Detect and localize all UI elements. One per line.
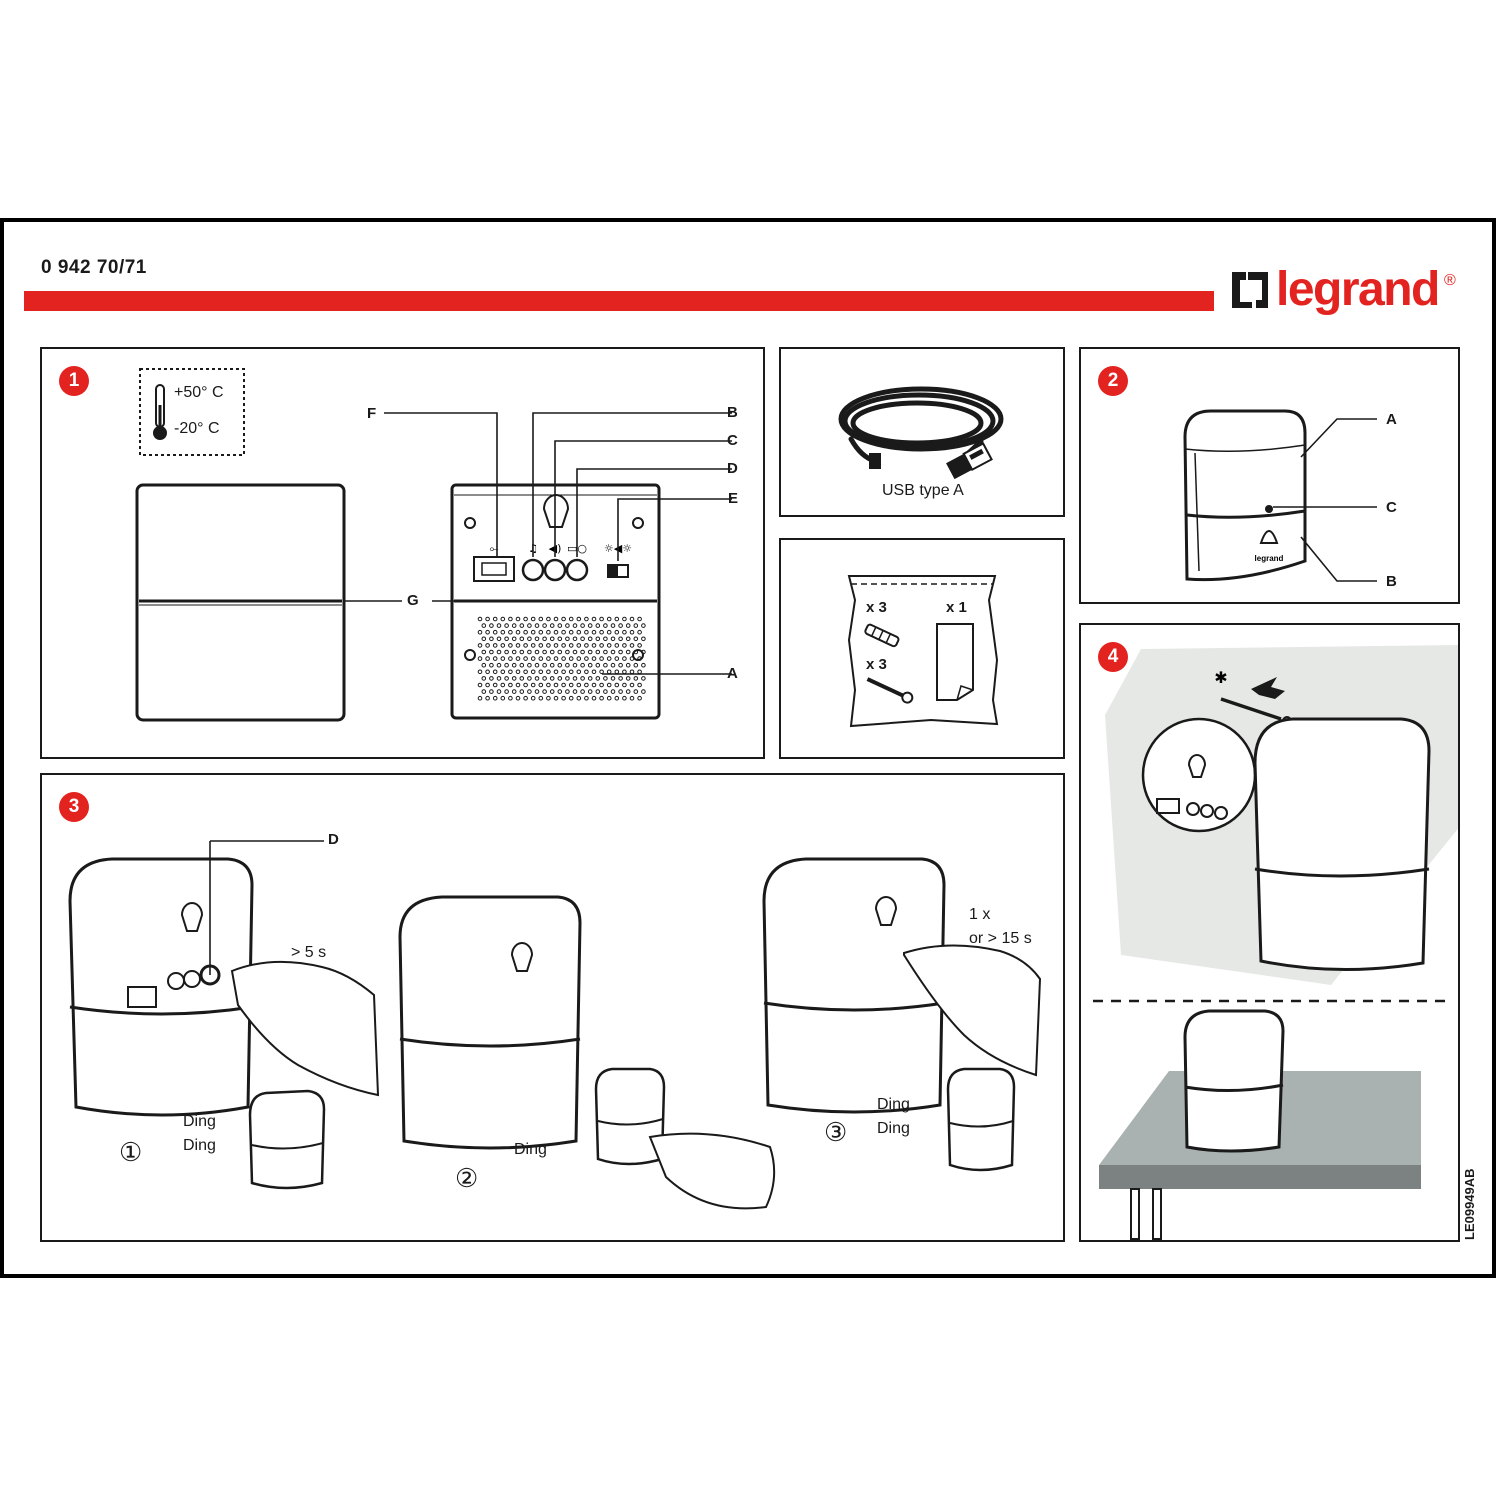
wall-plug-quantity: x 3 bbox=[866, 599, 887, 616]
callout-e: E bbox=[728, 490, 739, 507]
header-red-bar bbox=[24, 291, 1214, 311]
keyhole-icon bbox=[542, 494, 570, 528]
stage-3-press-once: 1 x bbox=[969, 906, 991, 923]
detail-magnifier bbox=[1141, 717, 1257, 833]
arrow-icon bbox=[1251, 677, 1285, 699]
legrand-mark-icon bbox=[1232, 272, 1268, 308]
usb-port bbox=[473, 556, 515, 582]
screw-icon bbox=[866, 677, 914, 704]
panel-4-mounting: 4 ✱ bbox=[1079, 623, 1460, 1242]
stage-1-number: ① bbox=[119, 1137, 143, 1167]
callout-f: F bbox=[367, 405, 377, 422]
callout-lines bbox=[1273, 418, 1377, 582]
micro-usb-plug bbox=[869, 453, 881, 469]
fixing-kit-drawing bbox=[847, 575, 999, 728]
svg-text:legrand: legrand bbox=[1255, 554, 1284, 563]
product-code: 0 942 70/71 bbox=[41, 257, 147, 278]
instruction-sheet bbox=[0, 218, 1496, 1278]
step-badge-2: 2 bbox=[1098, 366, 1128, 396]
callout-c: C bbox=[727, 432, 738, 449]
stage-1-chime bbox=[68, 840, 380, 1190]
document-reference: LE09949AB bbox=[1462, 1168, 1477, 1240]
table-mount-option bbox=[1099, 1009, 1421, 1240]
volume-button bbox=[543, 558, 567, 582]
callout-a: A bbox=[727, 665, 738, 682]
stage-3-sound-2: Ding bbox=[877, 1120, 910, 1137]
temperature-max: +50° C bbox=[174, 384, 224, 401]
svg-text:✱: ✱ bbox=[1214, 668, 1227, 687]
stage-1-hold-time: > 5 s bbox=[291, 944, 327, 961]
step-badge-1: 1 bbox=[59, 366, 89, 396]
callout-lines bbox=[344, 412, 732, 675]
led-indicator-icon bbox=[1265, 505, 1273, 513]
svg-text:⟜: ⟜ bbox=[490, 542, 499, 555]
front-housing bbox=[135, 483, 346, 722]
stage-2-number: ② bbox=[455, 1163, 479, 1193]
panel-1-unit-overview: 1 ♫ ◀) bbox=[40, 347, 765, 759]
temperature-min: -20° C bbox=[174, 420, 220, 437]
usb-cable-drawing bbox=[838, 386, 1004, 480]
stage-1-sound-1: Ding bbox=[183, 1113, 216, 1130]
stage-2-chime bbox=[398, 895, 776, 1210]
push-button-small bbox=[248, 1089, 326, 1190]
stage-1-sound-2: Ding bbox=[183, 1137, 216, 1154]
stage-3-press-long: or > 15 s bbox=[969, 930, 1032, 947]
panel-2-push-button: 2 legrand A C B bbox=[1079, 347, 1460, 604]
registered-mark: ® bbox=[1444, 272, 1456, 289]
callout-b: B bbox=[727, 404, 738, 421]
stage-3-chime bbox=[762, 857, 1042, 1172]
stage-3-number: ③ bbox=[824, 1117, 848, 1147]
usb-a-plug bbox=[946, 442, 993, 480]
panel-1-drawing: ♫ ◀) ▭○ ☼◀☼ ⟜ bbox=[135, 368, 732, 722]
panel-3-pairing-steps: 3 bbox=[40, 773, 1065, 1242]
callout-d: D bbox=[727, 460, 738, 477]
standing-chime bbox=[1183, 1009, 1285, 1153]
bell-icon bbox=[1259, 530, 1279, 544]
callout-d: D bbox=[328, 831, 339, 848]
callout-g: G bbox=[407, 592, 419, 609]
callout-b: B bbox=[1386, 573, 1397, 590]
wall-plug-icon bbox=[864, 623, 900, 648]
melody-button bbox=[521, 558, 545, 582]
panel-usb-cable: USB type A bbox=[779, 347, 1065, 517]
usb-caption: USB type A bbox=[882, 482, 964, 499]
pairing-steps-drawing bbox=[68, 840, 1042, 1210]
hand-icon bbox=[230, 960, 380, 1097]
wall-mounted-chime bbox=[1253, 717, 1431, 972]
push-button-housing bbox=[1183, 409, 1307, 582]
label-quantity: x 1 bbox=[946, 599, 967, 616]
label-sticker-icon bbox=[936, 623, 974, 701]
step-badge-3: 3 bbox=[59, 792, 89, 822]
callout-c: C bbox=[1386, 499, 1397, 516]
speaker-grille bbox=[477, 616, 646, 701]
stage-2-sound: Ding bbox=[514, 1141, 547, 1158]
screw-icon bbox=[1220, 697, 1282, 721]
screw-quantity: x 3 bbox=[866, 656, 887, 673]
temperature-box bbox=[139, 368, 245, 456]
panel-fixing-kit: x 3 x 1 x 3 bbox=[779, 538, 1065, 759]
push-button-drawing: legrand bbox=[1183, 409, 1377, 582]
callout-a: A bbox=[1386, 411, 1397, 428]
brand-name: legrand bbox=[1276, 263, 1440, 316]
stage-3-sound-1: Ding bbox=[877, 1096, 910, 1113]
finger-press-icon bbox=[648, 1132, 776, 1210]
wall-mount-option: ✱ bbox=[1141, 668, 1431, 972]
thermometer-icon bbox=[153, 384, 167, 440]
pairing-button bbox=[565, 558, 589, 582]
mounting-drawing: ✱ bbox=[1093, 645, 1458, 1240]
step-badge-4: 4 bbox=[1098, 642, 1128, 672]
